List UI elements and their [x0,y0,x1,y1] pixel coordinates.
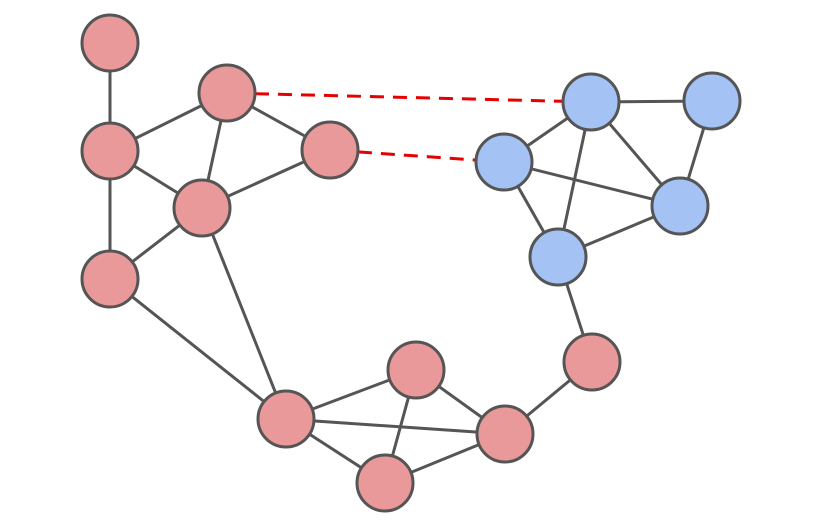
node-a9 [475,404,535,464]
node-a6 [80,249,140,309]
cross-link-a4-b3 [357,150,477,162]
cross-links-layer [254,92,564,162]
edge-a6-a7 [108,277,288,421]
node-a5 [172,178,232,238]
node-b4 [650,176,710,236]
node-a1 [80,13,140,73]
nodes-layer [80,13,742,513]
edges-layer [108,41,714,485]
edge-a7-a9 [284,417,507,436]
node-a4 [300,120,360,180]
edge-b3-b4 [502,160,682,208]
node-a8 [386,340,446,400]
node-b2 [682,71,742,131]
node-b5 [528,227,588,287]
node-a11 [562,332,622,392]
node-b3 [474,132,534,192]
node-a2 [197,63,257,123]
node-a3 [80,121,140,181]
node-a10 [355,453,415,513]
edge-a5-a7 [200,206,288,421]
node-a7 [256,389,316,449]
cross-link-a2-b1 [254,92,564,103]
node-b1 [561,72,621,132]
